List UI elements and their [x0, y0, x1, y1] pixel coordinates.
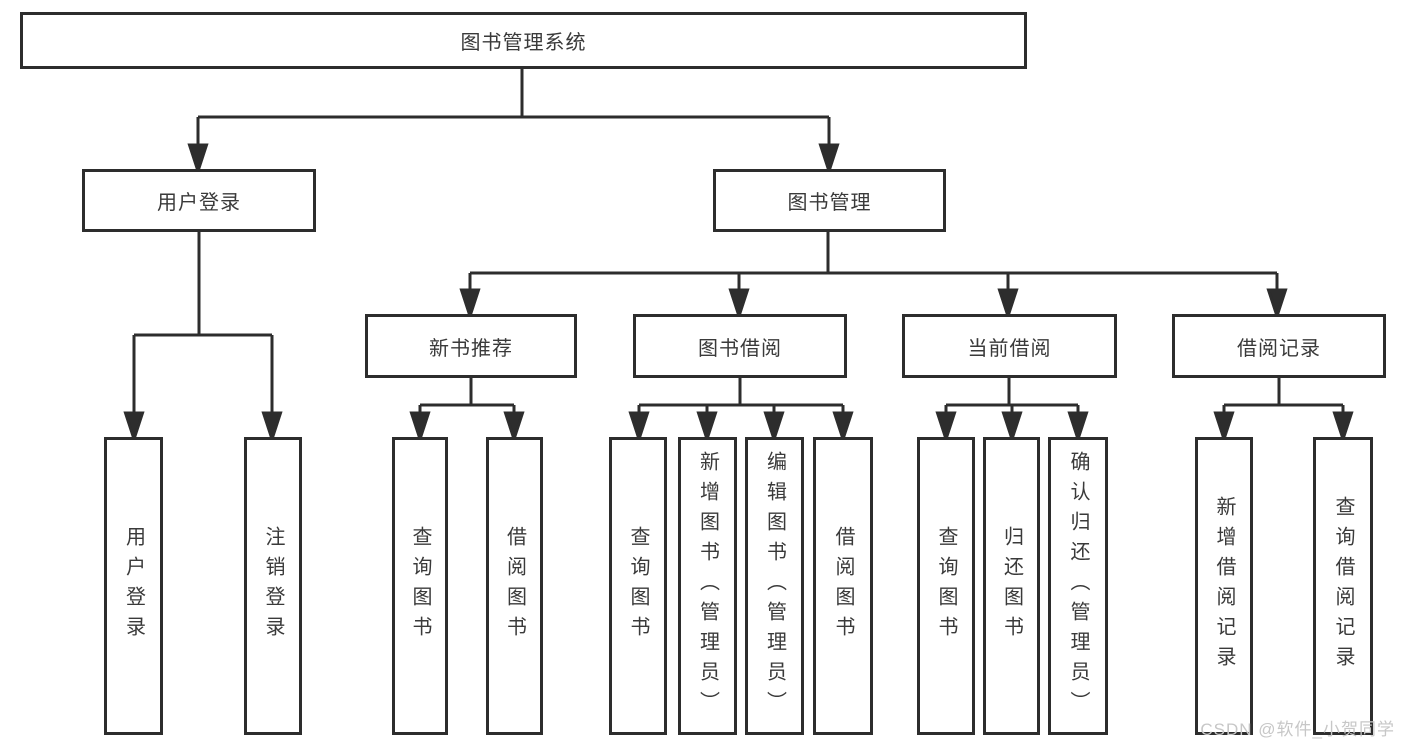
node-label: 借阅记录 [1237, 337, 1321, 360]
leaf-label: 查询图书 [935, 526, 957, 646]
leaf-user-login: 用户登录 [104, 437, 163, 735]
leaf-return-books: 归还图书 [983, 437, 1040, 735]
leaf-label: 新增借阅记录 [1213, 496, 1235, 676]
leaf-query-borrow-record: 查询借阅记录 [1313, 437, 1373, 735]
node-label: 图书管理 [787, 192, 872, 214]
leaf-edit-books-admin: 编辑图书（管理员） [745, 437, 804, 735]
leaf-label: 注销登录 [262, 526, 284, 646]
node-user-login: 用户登录 [82, 169, 316, 232]
leaf-label: 借阅图书 [503, 526, 526, 646]
leaf-label: 编辑图书（管理员） [763, 451, 786, 721]
leaf-label: 用户登录 [122, 526, 145, 646]
node-label: 图书管理系统 [460, 32, 587, 54]
leaf-add-books-admin: 新增图书（管理员） [678, 437, 737, 735]
leaf-borrow-books: 借阅图书 [813, 437, 873, 735]
leaf-query-books-borrowing: 查询图书 [609, 437, 667, 735]
leaf-label: 查询图书 [409, 526, 431, 646]
node-library-management-system: 图书管理系统 [20, 12, 1027, 69]
node-current-borrowing: 当前借阅 [902, 314, 1117, 378]
node-label: 当前借阅 [967, 337, 1052, 360]
csdn-watermark: CSDN @软件_小贺同学 [1200, 720, 1395, 739]
leaf-label: 新增图书（管理员） [696, 451, 719, 721]
node-label: 图书借阅 [698, 337, 782, 360]
leaf-logout: 注销登录 [244, 437, 302, 735]
node-borrowing-records: 借阅记录 [1172, 314, 1386, 378]
node-label: 新书推荐 [429, 337, 513, 360]
leaf-query-books-recommend: 查询图书 [392, 437, 448, 735]
leaf-borrow-books-recommend: 借阅图书 [486, 437, 543, 735]
node-label: 用户登录 [157, 192, 241, 214]
node-book-borrowing: 图书借阅 [633, 314, 847, 378]
node-book-management: 图书管理 [713, 169, 946, 232]
leaf-label: 确认归还（管理员） [1067, 451, 1089, 721]
leaf-confirm-return-admin: 确认归还（管理员） [1048, 437, 1108, 735]
leaf-label: 查询借阅记录 [1332, 496, 1354, 676]
leaf-label: 借阅图书 [832, 526, 854, 646]
leaf-add-borrow-record: 新增借阅记录 [1195, 437, 1253, 735]
leaf-label: 查询图书 [627, 526, 649, 646]
leaf-label: 归还图书 [1000, 526, 1023, 646]
node-new-book-recommendation: 新书推荐 [365, 314, 577, 378]
leaf-query-books-current: 查询图书 [917, 437, 975, 735]
